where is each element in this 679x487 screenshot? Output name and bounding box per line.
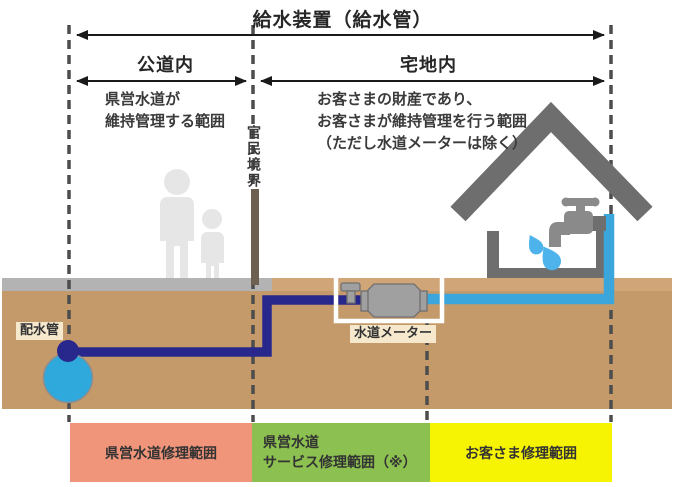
sidewalk [2,278,272,291]
water-drop-icon [528,235,561,271]
people [160,169,224,278]
supply-pipe [424,214,615,305]
band-prefecture-repair: 県営水道修理範囲 [70,423,252,482]
faucet-connector [592,216,606,231]
note-prefecture-managed: 県営水道が 維持管理する範囲 [105,88,225,132]
water-meter-assembly [333,272,445,324]
pipe-joint [57,340,79,362]
water-meter-label: 水道メーター [350,325,437,343]
zone-label-public-road: 公道内 [137,55,194,76]
zone-label-private-land: 宅地内 [400,55,457,76]
water-meter-icon [360,283,428,318]
boundary-post [251,189,259,285]
child-silhouette-icon [201,209,224,278]
repair-range-bands: 県営水道修理範囲 県営水道 サービス修理範囲（※） お客さま修理範囲 [0,423,679,482]
note-line: お客さまが維持管理を行う範囲 [317,112,528,130]
band-prefecture-service-repair: 県営水道 サービス修理範囲（※） [252,423,430,482]
band-line: サービス修理範囲（※） [263,454,417,471]
house-floor [487,268,614,278]
distribution-pipe-label: 配水管 [16,322,64,340]
distribution-service-pipe [68,295,366,357]
house-left-wall [487,231,499,278]
meter-highlight-box [333,272,445,324]
stop-valve-icon [340,282,361,304]
note-line: お客さまの財産であり、 [317,90,482,108]
span-arrows [76,30,605,86]
band-line: 県営水道 [263,434,319,451]
faucet-icon [549,197,606,247]
note-line: （ただし水道メーターは除く） [317,134,528,152]
boundary-marker-label: 官民境界 [245,125,261,189]
note-line: 県営水道が [105,90,181,108]
note-customer-managed: お客さまの財産であり、 お客さまが維持管理を行う範囲 （ただし水道メーターは除く… [317,88,527,154]
diagram-title: 給水装置（給水管） [252,9,433,31]
adult-silhouette-icon [160,169,194,278]
note-line: 維持管理する範囲 [105,112,226,130]
band-customer-repair: お客さま修理範囲 [430,423,612,482]
house-roof [450,101,653,222]
